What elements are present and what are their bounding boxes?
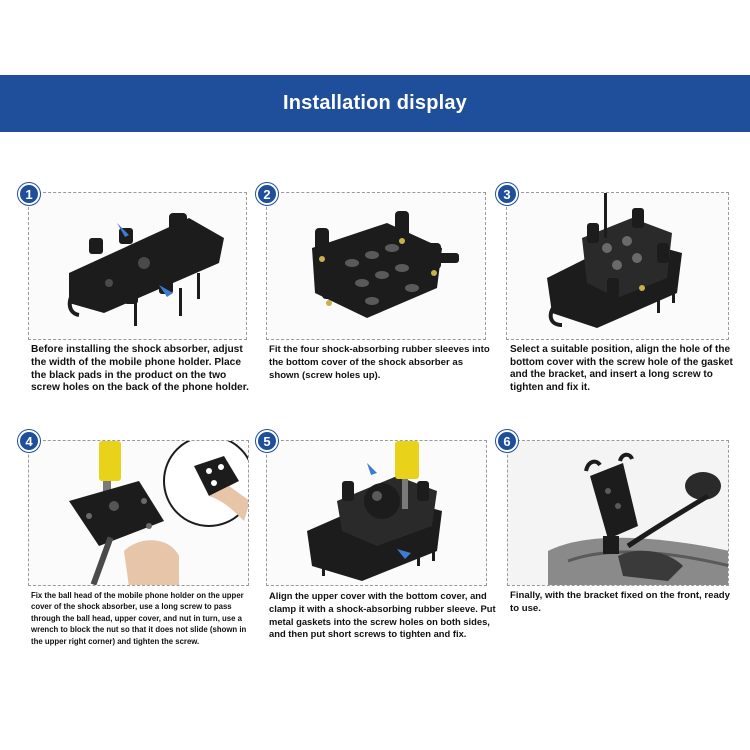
page-title: Installation display <box>282 92 468 114</box>
step-4-badge: 4 <box>18 430 40 452</box>
step-3-badge: 3 <box>496 183 518 205</box>
step-4-photo <box>28 440 249 586</box>
step-6-badge: 6 <box>496 430 518 452</box>
step-5-photo <box>266 440 487 586</box>
step-1-badge: 1 <box>18 183 40 205</box>
step-1-text: Before installing the shock absorber, ad… <box>31 344 249 394</box>
step-4-text: Fix the ball head of the mobile phone ho… <box>31 591 247 646</box>
header-banner: Installation display <box>0 75 750 132</box>
step-3-photo <box>506 192 729 340</box>
step-2-photo <box>266 192 486 340</box>
step-2-badge: 2 <box>256 183 278 205</box>
step-6-photo <box>507 440 729 586</box>
step-5-text: Align the upper cover with the bottom co… <box>269 590 496 640</box>
step-1-photo <box>28 192 247 340</box>
step-5-badge: 5 <box>256 430 278 452</box>
step-2-text: Fit the four shock-absorbing rubber slee… <box>269 344 490 381</box>
step-6-text: Finally, with the bracket fixed on the f… <box>510 590 730 614</box>
step-3-text: Select a suitable position, align the ho… <box>510 344 733 393</box>
